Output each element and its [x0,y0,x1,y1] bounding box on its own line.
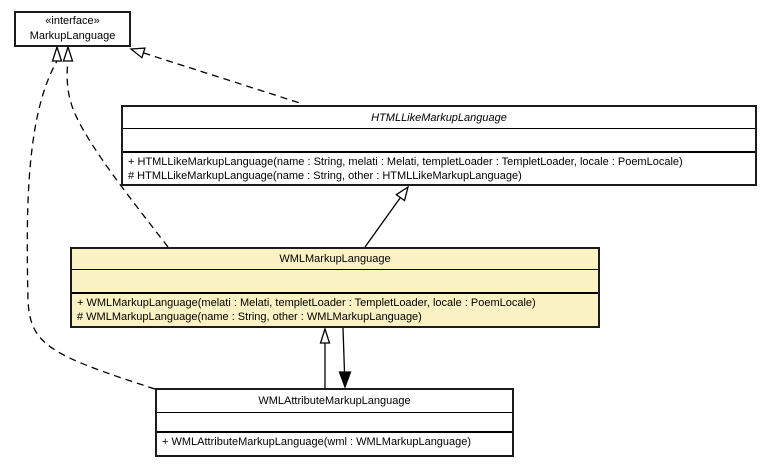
hollow-arrowhead-icon [395,185,410,202]
attributes-compartment [157,413,512,433]
hollow-arrowhead-icon [319,326,331,344]
realization-edge-htmllike-to-markuplanguage [143,52,304,105]
generalization-edge-wml-to-htmllike [364,197,401,248]
class-name: WMLAttributeMarkupLanguage [157,390,512,413]
class-name: HTMLLikeMarkupLanguage [123,107,755,129]
class-box-markuplanguage[interactable]: «interface» MarkupLanguage [14,11,131,47]
class-box-htmllikemarkuplanguage[interactable]: HTMLLikeMarkupLanguage + HTMLLikeMarkupL… [121,105,757,186]
methods-compartment: + HTMLLikeMarkupLanguage(name : String, … [123,153,755,185]
hollow-arrowhead-icon [129,47,146,59]
hollow-arrowhead-icon [62,44,74,62]
methods-compartment: + WMLAttributeMarkupLanguage(wml : WMLMa… [157,433,512,451]
method-signature: + HTMLLikeMarkupLanguage(name : String, … [128,156,683,168]
hollow-arrowhead-icon [51,44,63,62]
attributes-compartment [72,270,598,294]
association-edge-wml-to-wmlattribute [342,327,346,373]
class-name: WMLMarkupLanguage [72,249,598,270]
filled-arrowhead-icon [338,371,352,389]
class-box-wmlmarkuplanguage[interactable]: WMLMarkupLanguage + WMLMarkupLanguage(me… [70,247,600,328]
method-signature: # WMLMarkupLanguage(name : String, other… [77,311,422,323]
method-signature: # HTMLLikeMarkupLanguage(name : String, … [128,170,522,182]
attributes-compartment [123,129,755,153]
class-name: MarkupLanguage [29,30,116,42]
stereotype-label: «interface» [45,15,100,27]
method-signature: + WMLMarkupLanguage(melati : Melati, tem… [77,297,536,309]
class-box-wmlattributemarkuplanguage[interactable]: WMLAttributeMarkupLanguage + WMLAttribut… [155,388,514,457]
method-signature: + WMLAttributeMarkupLanguage(wml : WMLMa… [162,436,472,448]
methods-compartment: + WMLMarkupLanguage(melati : Melati, tem… [72,294,598,326]
